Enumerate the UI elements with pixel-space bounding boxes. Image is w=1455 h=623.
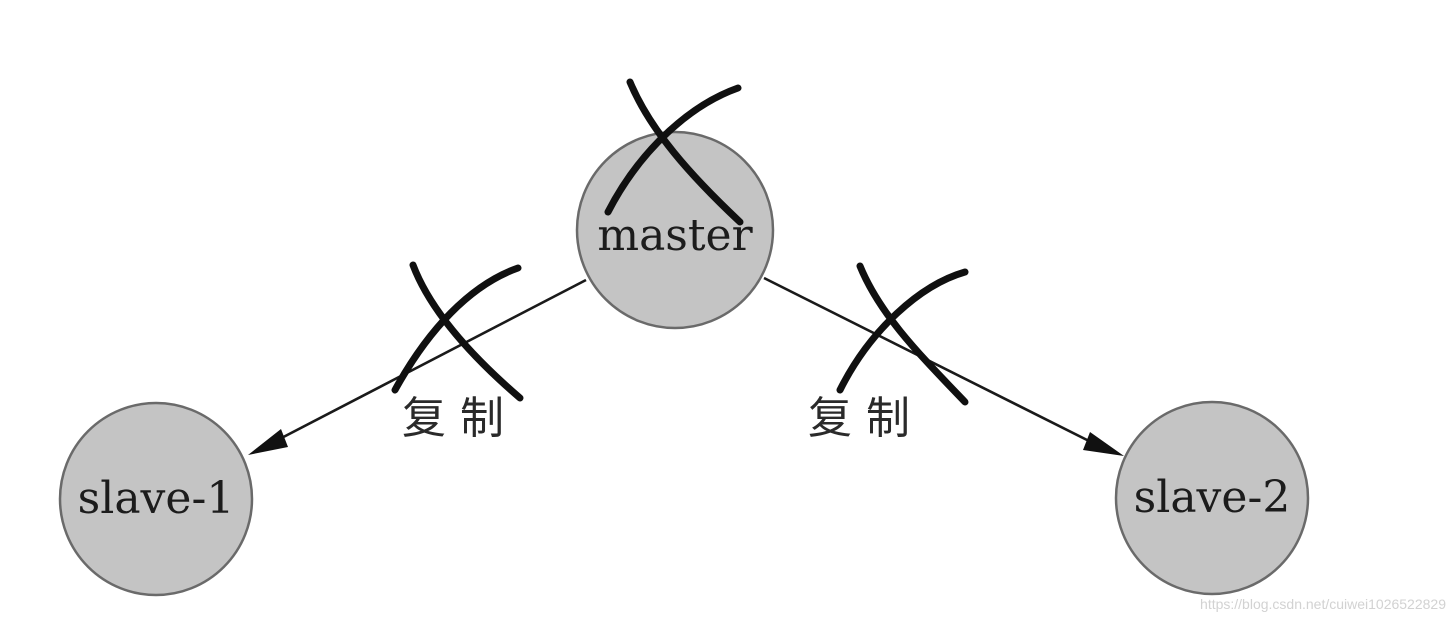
cross-mark-right-edge [836, 262, 969, 406]
edge-label-left: 复制 [402, 393, 518, 444]
node-slave-2: slave-2 [1114, 400, 1310, 596]
node-master-label: master [597, 210, 753, 261]
watermark: https://blog.csdn.net/cuiwei1026522829 [1200, 596, 1446, 612]
edge-master-to-slave-1 [248, 278, 587, 455]
node-slave-1: slave-1 [58, 401, 254, 597]
node-slave-1-label: slave-1 [78, 473, 235, 524]
cross-mark-left-edge [391, 261, 524, 402]
arrowhead-slave-2 [1083, 432, 1124, 456]
edge-label-right: 复制 [808, 393, 924, 444]
arrowhead-slave-1 [248, 429, 288, 455]
node-master: master [575, 130, 775, 330]
node-slave-2-label: slave-2 [1134, 472, 1291, 523]
cross-mark-master [604, 78, 744, 226]
edge-master-to-slave-2 [763, 276, 1124, 456]
